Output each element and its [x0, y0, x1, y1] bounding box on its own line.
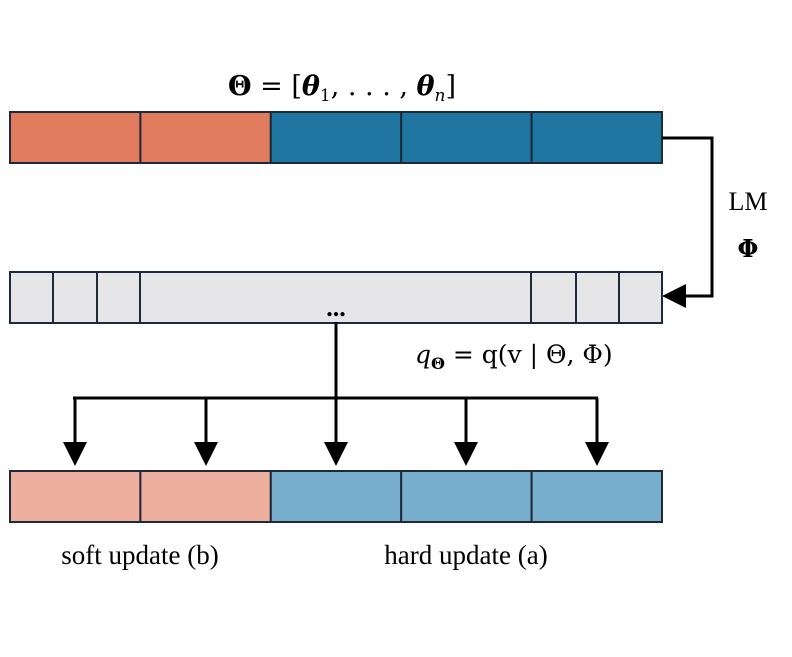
bottom-row-cell-5 — [530, 470, 663, 523]
distribution-formula: qΘ = q(v | Θ, Φ) — [415, 340, 613, 373]
top-row-cell-1 — [9, 111, 142, 164]
lm-label-background — [718, 180, 778, 270]
theta-vector-label: Θ = [θ1, . . . , θn] — [228, 71, 456, 106]
lm-label: LM — [729, 187, 768, 216]
bottom-row-cell-1 — [9, 470, 142, 523]
bottom-row-cell-3 — [269, 470, 403, 523]
top-row-cell-3 — [269, 111, 403, 164]
top-row-cell-5 — [530, 111, 663, 164]
bottom-row-cell-2 — [139, 470, 272, 523]
top-row-cell-2 — [139, 111, 272, 164]
hard-update-label: hard update (a) — [384, 540, 547, 570]
parameter-row — [9, 111, 663, 164]
distribution-arrows — [63, 322, 609, 466]
lm-connector-line — [662, 136, 714, 308]
vocab-row-box — [9, 271, 663, 324]
phi-label: Φ — [738, 234, 759, 263]
bottom-row-cell-4 — [400, 470, 533, 523]
updated-parameter-row — [9, 470, 663, 523]
vocab-distribution-row — [9, 271, 663, 324]
vocab-ellipsis: ... — [326, 293, 346, 322]
top-row-cell-4 — [400, 111, 533, 164]
soft-update-label: soft update (b) — [61, 540, 218, 570]
